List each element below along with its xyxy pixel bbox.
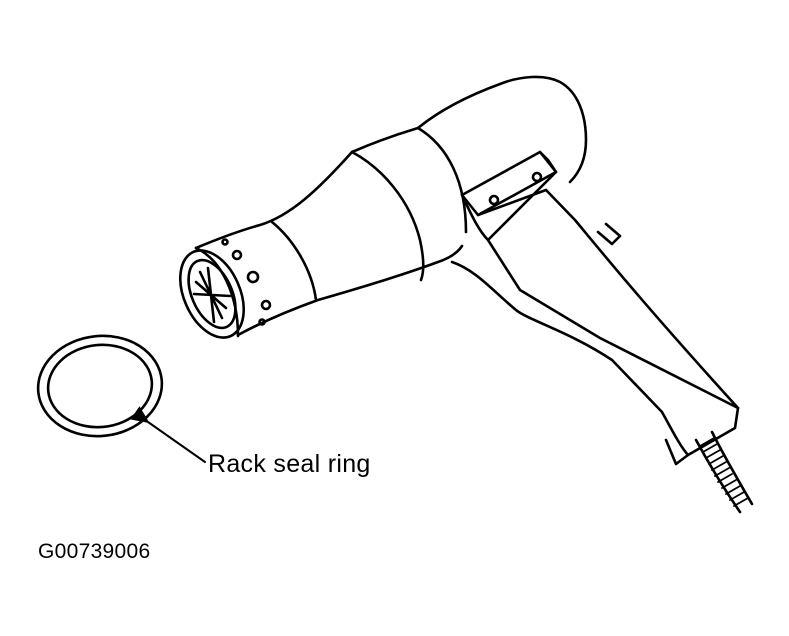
trigger (596, 222, 622, 246)
handle-end-face (664, 438, 690, 466)
heat-gun-bottom-contour (236, 244, 464, 337)
heat-gun-seam-2 (416, 126, 468, 234)
handle-mount-plate-side (538, 150, 558, 174)
callout-label: Rack seal ring (208, 450, 371, 478)
heat-gun-rear-housing (416, 75, 588, 184)
nozzle-inner-rim (187, 258, 237, 330)
screw-icon (531, 171, 543, 183)
figure-id: G00739006 (38, 540, 151, 563)
vent-hole (221, 238, 229, 246)
heat-gun-handle (450, 193, 740, 457)
heat-gun-top-contour (194, 126, 420, 250)
nozzle-band (194, 246, 240, 338)
vent-hole (260, 299, 272, 311)
vent-hole (231, 249, 243, 261)
power-cord (710, 430, 754, 506)
rack-seal-ring (36, 334, 164, 438)
cord-ribbing (699, 437, 749, 507)
seal-ring-inner (46, 343, 154, 429)
heat-gun-seam-1 (350, 150, 425, 282)
handle-front-edge (476, 188, 740, 410)
nozzle-outer-rim (179, 249, 245, 339)
vent-hole (258, 318, 266, 326)
screw-icon (488, 194, 500, 206)
callout-leader-line (130, 406, 206, 463)
handle-mount-plate (460, 150, 558, 217)
handle-inner-edge (486, 170, 558, 242)
nozzle-grille (192, 266, 232, 324)
heat-gun-seam-3 (270, 220, 318, 302)
seal-ring-outer (36, 334, 164, 438)
vent-hole (246, 270, 260, 284)
heat-gun (179, 75, 754, 514)
